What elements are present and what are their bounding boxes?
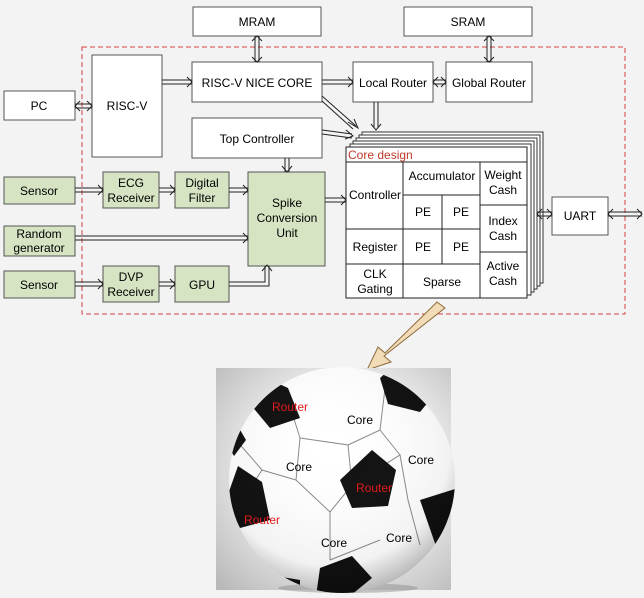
zoom-arrow	[366, 301, 446, 371]
riscv-block	[91, 54, 163, 158]
sensor-top-label: Sensor	[20, 184, 58, 198]
pc-label: PC	[31, 99, 48, 113]
sram-label: SRAM	[451, 15, 486, 29]
sensor-bottom-block	[3, 270, 76, 299]
random-generator-block	[3, 225, 76, 257]
core-index-cash-label-1: Index	[488, 214, 517, 228]
gpu-label: GPU	[189, 278, 215, 292]
core-clk-gating-label-1: CLK	[363, 267, 386, 281]
pc-block	[3, 90, 76, 121]
core-design-grid	[346, 161, 527, 298]
core-accumulator-label: Accumulator	[409, 169, 476, 183]
nice-core-label: RISC-V NICE CORE	[202, 76, 313, 90]
sram-block	[403, 6, 533, 37]
core-design-block	[345, 146, 528, 299]
uart-block	[551, 196, 609, 236]
core-active-cash-label-2: Cash	[489, 274, 517, 288]
mram-label: MRAM	[239, 15, 276, 29]
digital-filter-label-1: Digital	[185, 176, 218, 190]
core-sparse-label: Sparse	[423, 275, 461, 289]
top-controller-block	[191, 117, 323, 159]
ball-core-label: Core	[347, 413, 373, 427]
core-controller-label: Controller	[349, 188, 401, 202]
digital-filter-label-2: Filter	[189, 191, 216, 205]
dvp-receiver-label-2: Receiver	[107, 285, 154, 299]
mram-block	[192, 6, 322, 37]
spike-unit-block	[247, 171, 326, 267]
digital-filter-block	[174, 171, 230, 209]
ecg-receiver-block	[102, 171, 160, 209]
sensor-top-block	[3, 176, 76, 205]
ball-core-label: Core	[286, 460, 312, 474]
core-design-title: Core design	[348, 148, 413, 162]
core-pe-1-label: PE	[415, 205, 431, 219]
core-weight-cash-label-1: Weight	[484, 168, 522, 182]
spike-unit-label-1: Spike	[272, 196, 302, 210]
ecg-receiver-label-1: ECG	[118, 176, 144, 190]
spike-unit-label-3: Unit	[276, 226, 298, 240]
connectors	[74, 35, 643, 290]
core-weight-cash-label-2: Cash	[489, 183, 517, 197]
dvp-receiver-label-1: DVP	[119, 270, 144, 284]
core-pe-3-label: PE	[415, 240, 431, 254]
ball-router-label: Router	[244, 513, 280, 527]
core-register-label: Register	[353, 240, 398, 254]
ball-router-label: Router	[356, 481, 392, 495]
local-router-block	[352, 61, 434, 103]
gpu-block	[174, 265, 230, 303]
core-clk-gating-label-2: Gating	[357, 282, 392, 296]
riscv-label: RISC-V	[107, 99, 148, 113]
system-boundary	[81, 46, 626, 315]
core-pe-2-label: PE	[453, 205, 469, 219]
local-router-label: Local Router	[359, 76, 427, 90]
sensor-bottom-label: Sensor	[20, 278, 58, 292]
spike-unit-label-2: Conversion	[257, 211, 318, 225]
core-pe-4-label: PE	[453, 240, 469, 254]
ball-router-label: Router	[272, 400, 308, 414]
ball-core-label: Core	[408, 453, 434, 467]
ball-core-label: Core	[321, 536, 347, 550]
random-generator-label-1: Random	[16, 227, 61, 241]
random-generator-label-2: generator	[13, 241, 64, 255]
core-index-cash-label-2: Cash	[489, 229, 517, 243]
top-controller-label: Top Controller	[220, 132, 295, 146]
core-active-cash-label-1: Active	[487, 259, 520, 273]
ball-core-label: Core	[386, 531, 412, 545]
uart-label: UART	[564, 209, 597, 223]
ecg-receiver-label-2: Receiver	[107, 191, 154, 205]
global-router-label: Global Router	[452, 76, 526, 90]
